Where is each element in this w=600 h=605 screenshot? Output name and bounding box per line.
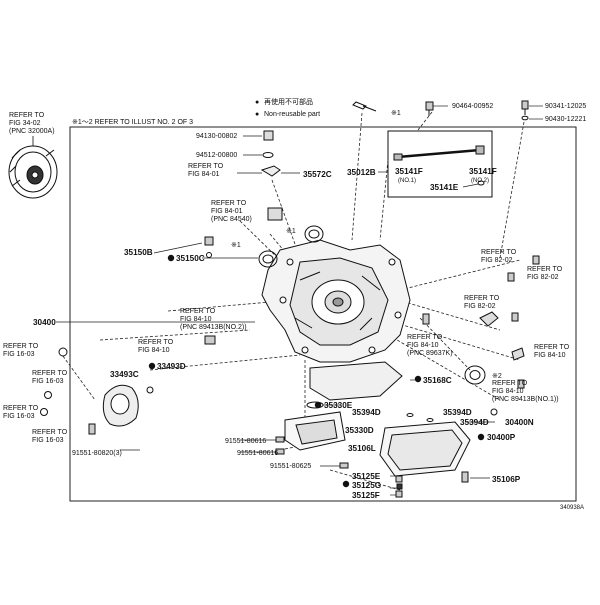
label-35141f-no2-suffix: (NO.2) bbox=[471, 178, 489, 184]
label-35125e: 35125E bbox=[352, 472, 381, 481]
ref-fig-84-01-a-l1: REFER TO bbox=[188, 163, 224, 170]
ref-fig-84-01-b-l3: (PNC 84540) bbox=[211, 216, 252, 223]
label-35141f-no1: 35141F bbox=[395, 167, 423, 176]
mark-1-seal-2: ※1 bbox=[231, 242, 241, 249]
label-35394d-c: 35394D bbox=[460, 418, 489, 427]
oil-pan-drawing bbox=[275, 361, 471, 498]
ref-fig-84-10-c-l2: FIG 84-10 bbox=[407, 342, 439, 349]
label-35394d-b: 35394D bbox=[443, 408, 472, 417]
label-35106p: 35106P bbox=[492, 475, 521, 484]
label-30400p: 30400P bbox=[487, 433, 516, 442]
label-35141f-no2: 35141F bbox=[469, 167, 497, 176]
ref-fig-82-02-a-l2: FIG 82-02 bbox=[481, 257, 513, 264]
mark-2-seal: ※2 bbox=[492, 373, 502, 380]
label-90464-00952: 90464-00952 bbox=[452, 103, 493, 110]
mark-1-top: ※1 bbox=[391, 110, 401, 117]
label-94130-00802: 94130-00802 bbox=[196, 133, 237, 140]
label-35141f-no1-suffix: (NO.1) bbox=[398, 178, 416, 184]
non-reusable-dots bbox=[148, 254, 485, 488]
ref-fig-16-03-b-l1: REFER TO bbox=[32, 370, 68, 377]
legend-symbol-2: ● bbox=[255, 111, 259, 118]
ref-fig-84-01-b-l2: FIG 84-01 bbox=[211, 208, 243, 215]
ref-fig-16-03-c-l1: REFER TO bbox=[3, 405, 39, 412]
label-91551-80625: 91551-80625 bbox=[270, 463, 311, 470]
legend-text-jp: 再使用不可部品 bbox=[264, 97, 313, 106]
ref-fig-16-03-d-l1: REFER TO bbox=[32, 429, 68, 436]
label-35150b: 35150B bbox=[124, 248, 153, 257]
label-90341-12025: 90341-12025 bbox=[545, 103, 586, 110]
label-30400: 30400 bbox=[33, 318, 56, 327]
label-30400n: 30400N bbox=[505, 418, 534, 427]
label-35106l: 35106L bbox=[348, 444, 376, 453]
label-35141e: 35141E bbox=[430, 183, 459, 192]
ref-fig-34-02-line2: FIG 34-02 bbox=[9, 120, 41, 127]
leader-solid bbox=[56, 105, 543, 496]
ref-fig-84-01-a-l2: FIG 84-01 bbox=[188, 171, 220, 178]
label-35150c: 35150C bbox=[176, 254, 205, 263]
ref-fig-84-10-b-l2: FIG 84-10 bbox=[138, 347, 170, 354]
oil-level-gauge-drawing bbox=[387, 130, 493, 198]
diagram-id: 340938A bbox=[560, 505, 584, 511]
label-91551-80616-a: 91551-80616 bbox=[225, 438, 266, 445]
ref-fig-84-10-a-l2: FIG 84-10 bbox=[180, 316, 212, 323]
ref-fig-84-10-c-l1: REFER TO bbox=[407, 334, 443, 341]
cooler-drawing bbox=[40, 347, 154, 435]
label-35012b: 35012B bbox=[347, 168, 376, 177]
label-91551-80820: 91551-80820(3) bbox=[72, 450, 122, 457]
label-90430-12221: 90430-12221 bbox=[545, 116, 586, 123]
ref-fig-84-10-a-l3: (PNC 89413B(NO.2)) bbox=[180, 324, 247, 331]
top-fasteners bbox=[260, 100, 529, 177]
legend-symbol-1: ● bbox=[255, 99, 259, 106]
label-94512-00800: 94512-00800 bbox=[196, 152, 237, 159]
ref-fig-84-10-a-l1: REFER TO bbox=[180, 308, 216, 315]
label-33493c: 33493C bbox=[110, 370, 139, 379]
diagram-frame bbox=[69, 126, 577, 502]
ref-fig-16-03-b-l2: FIG 16-03 bbox=[32, 378, 64, 385]
ref-fig-82-02-c-l1: REFER TO bbox=[464, 295, 500, 302]
ref-fig-34-02-line3: (PNC 32000A) bbox=[9, 128, 55, 135]
label-35330e: 35330E bbox=[324, 401, 353, 410]
label-35330d: 35330D bbox=[345, 426, 374, 435]
ref-fig-82-02-b-l1: REFER TO bbox=[527, 266, 563, 273]
ref-fig-16-03-c-l2: FIG 16-03 bbox=[3, 413, 35, 420]
mark-1-seal: ※1 bbox=[286, 228, 296, 235]
header-note: ※1～2 REFER TO ILLUST NO. 2 OF 3 bbox=[72, 119, 193, 126]
ref-fig-16-03-a-l2: FIG 16-03 bbox=[3, 351, 35, 358]
legend-text-en: Non-reusable part bbox=[264, 111, 320, 118]
transaxle-case-drawing bbox=[261, 239, 411, 363]
label-33493d: 33493D bbox=[157, 362, 186, 371]
ref-fig-82-02-b-l2: FIG 82-02 bbox=[527, 274, 559, 281]
ref-fig-82-02-a-l1: REFER TO bbox=[481, 249, 517, 256]
ref-fig-84-10-d-l1: REFER TO bbox=[534, 344, 570, 351]
label-35394d-a: 35394D bbox=[352, 408, 381, 417]
ref-fig-82-02-c-l2: FIG 82-02 bbox=[464, 303, 496, 310]
ref-fig-84-10-e-l3: (PNC 89413B(NO.1)) bbox=[492, 396, 559, 403]
ref-fig-84-10-e-l2: FIG 84-10 bbox=[492, 388, 524, 395]
label-35572c: 35572C bbox=[303, 170, 332, 179]
ref-fig-84-10-e-l1: REFER TO bbox=[492, 380, 528, 387]
torque-converter-drawing bbox=[8, 145, 58, 199]
label-35125f: 35125F bbox=[352, 491, 380, 500]
ref-fig-84-01-b-l1: REFER TO bbox=[211, 200, 247, 207]
ref-fig-34-02-line1: REFER TO bbox=[9, 112, 45, 119]
ref-fig-84-10-c-l3: (PNC 89637K) bbox=[407, 350, 453, 357]
label-91551-80616-b: 91551-80616 bbox=[237, 450, 278, 457]
ref-fig-84-10-d-l2: FIG 84-10 bbox=[534, 352, 566, 359]
label-35125g: 35125G bbox=[352, 481, 381, 490]
label-35168c: 35168C bbox=[423, 376, 452, 385]
oil-seals-drawing bbox=[204, 207, 540, 416]
ref-fig-16-03-d-l2: FIG 16-03 bbox=[32, 437, 64, 444]
ref-fig-84-10-b-l1: REFER TO bbox=[138, 339, 174, 346]
ref-fig-16-03-a-l1: REFER TO bbox=[3, 343, 39, 350]
